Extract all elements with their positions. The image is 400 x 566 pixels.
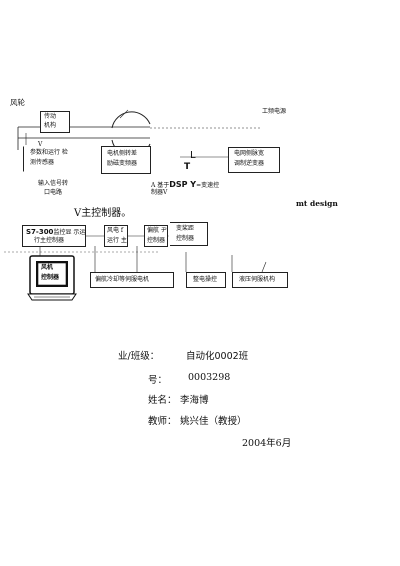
pitch-ctrl-line2: 控制器 (176, 235, 195, 242)
major-class-value: 自动化0002班 (186, 351, 249, 362)
date-text: 2004年6月 (242, 438, 292, 449)
io-label-line2: 口电路 (44, 189, 63, 196)
pitch-ctrl-line1: 变桨距 (176, 225, 195, 232)
yaw-ctrl-line1: 偏航 ヂ (147, 227, 167, 234)
s7-line2: 行主控制器 (34, 237, 65, 244)
motor-side-converter-box: 电机侧转差 励磁变频器 (101, 146, 151, 174)
motor-converter-line2: 励磁变频器 (107, 160, 138, 167)
letter-l: L (190, 150, 196, 161)
s7-line1: S7-300监控显 示运 (26, 228, 85, 237)
dsp-suffix: =变速控 (196, 182, 220, 189)
sensor-line2: 测传感器 (30, 159, 55, 166)
io-label-line1: 输入信号转 (38, 180, 69, 187)
motor-converter-line1: 电机侧转差 (107, 150, 138, 157)
s7-300-box: S7-300监控显 示运 行主控制器 (22, 225, 86, 247)
grid-converter-line1: 电网侧脉宽 (234, 150, 265, 157)
student-name-label: 姓名： (148, 395, 177, 406)
s7-rest: 监控显 示运 (53, 229, 86, 236)
letter-t: T (184, 162, 191, 172)
yaw-ctrl-line2: 控制器 (147, 237, 166, 244)
teacher-value: 姚兴佳（教授） (180, 416, 247, 427)
pitch-controller-box: 变桨距 控制器 (170, 222, 208, 246)
s7-bold: S7-300 (26, 228, 54, 236)
hydraulic-servo-box: 液压伺服机构 (232, 272, 288, 288)
sensor-line1: 参数和运行 检 (30, 149, 68, 156)
grid-converter-line2: 调制逆变器 (234, 160, 265, 167)
v-mark: V (38, 141, 43, 148)
mt-design-text: mt design (296, 199, 338, 208)
fan-label: 风轮 (10, 98, 25, 107)
student-name-value: 李海博 (180, 395, 209, 406)
transmission-line2: 机构 (44, 122, 57, 129)
sensor-box: 参数和运行 检 测传感器 (23, 146, 81, 172)
fan-run-controller-box: 风电 f 运行 主 (104, 225, 128, 247)
student-id-label: 号： (148, 375, 168, 386)
teacher-label: 教师： (148, 416, 177, 427)
yaw-cooling-servo-box: 偏航冷却等伺服电机 (90, 272, 174, 288)
fan-ctrl-line1: 风电 f (107, 227, 124, 234)
yaw-controller-box: 偏航 ヂ 控制器 (144, 225, 168, 247)
hydraulic-servo-label: 液压伺服机构 (239, 276, 276, 283)
dsp-bold: DSP Y (169, 180, 197, 189)
fan-ctrl-line2: 运行 主 (107, 237, 127, 244)
grid-side-converter-box: 电网侧脉宽 调制逆变器 (228, 147, 280, 173)
transmission-box: 传动 机构 (40, 111, 70, 133)
dsp-controller-line1: A 基于DSP Y=变速控 (151, 180, 219, 190)
monitor-line1: 风机 (41, 264, 54, 271)
monitor-line2: 控制器 (41, 274, 60, 281)
transmission-line1: 传动 (44, 113, 57, 120)
yaw-cooling-servo-label: 偏航冷却等伺服电机 (95, 276, 150, 283)
major-class-label: 业/班级： (118, 351, 160, 362)
dsp-controller-line2: 制器V (151, 189, 168, 196)
main-controller-title: V主控制器。 (74, 208, 132, 219)
rectifier-control-box: 整电操控 (186, 272, 226, 288)
grid-label: 工频电源 (262, 108, 287, 115)
dsp-prefix: A 基于 (151, 182, 170, 189)
student-id-value: 0003298 (188, 372, 231, 383)
rectifier-control-label: 整电操控 (193, 276, 218, 283)
